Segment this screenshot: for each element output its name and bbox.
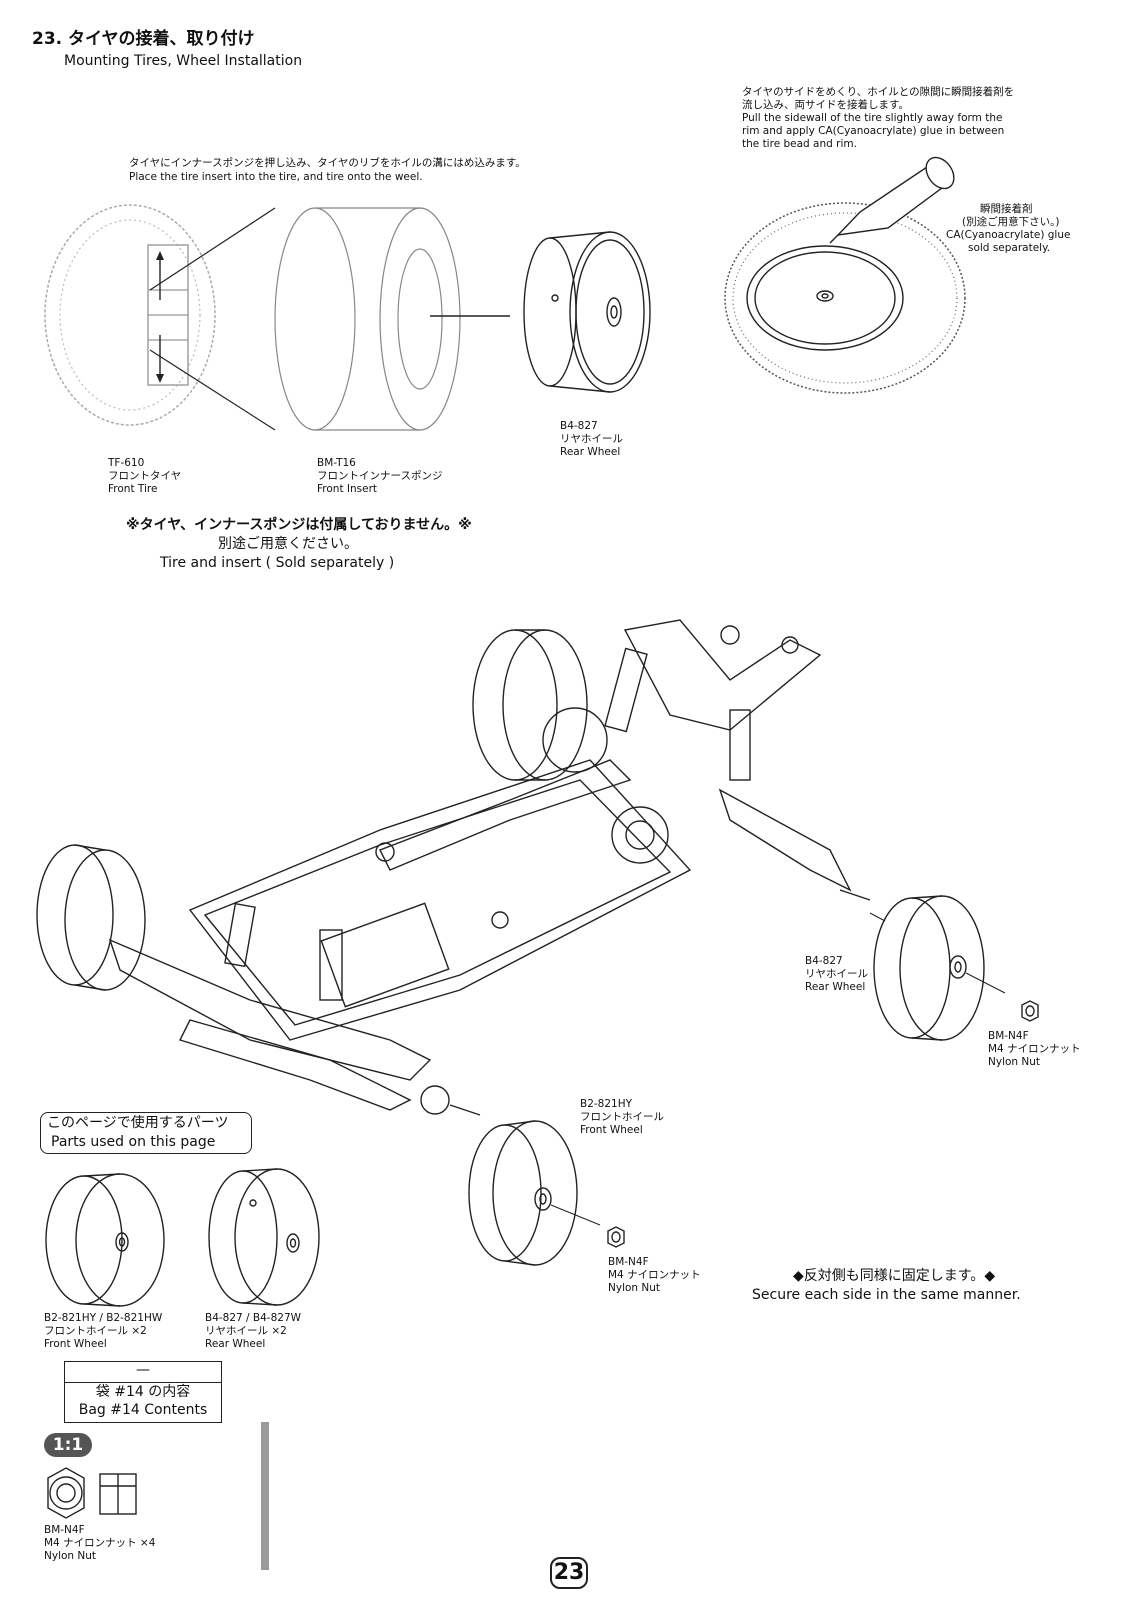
rear-right-wheel-illustration (869, 895, 1006, 1041)
parts-used-jp: このページで使用するパーツ (47, 1115, 229, 1131)
label-front-insert-code: BM-T16 (317, 457, 356, 469)
nut-part-jp: M4 ナイロンナット ×4 (44, 1537, 156, 1549)
parts-front-wheel-jp: フロントホイール ×2 (44, 1325, 147, 1337)
label-front-tire-jp: フロントタイヤ (108, 470, 182, 482)
parts-rear-wheel-jp: リヤホイール ×2 (205, 1325, 287, 1337)
sold-separately-jp-2: 別途ご用意ください。 (218, 536, 358, 552)
parts-rear-wheel-code: B4-827 / B4-827W (205, 1312, 302, 1324)
scale-badge: 1:1 (44, 1433, 92, 1457)
parts-used-box: このページで使用するパーツ Parts used on this page (40, 1112, 252, 1154)
label-rear-wheel-assembly-jp: リヤホイール (805, 968, 868, 980)
sold-separately-en: Tire and insert ( Sold separately ) (160, 555, 395, 571)
divider-bar (261, 1422, 269, 1570)
glue-instruction-en-2: rim and apply CA(Cyanoacrylate) glue in … (742, 125, 1005, 137)
parts-used-en: Parts used on this page (51, 1134, 216, 1150)
label-front-nut-assembly-en: Nylon Nut (608, 1282, 661, 1294)
label-rear-wheel-top-code: B4-827 (560, 420, 598, 432)
glue-instruction-en-1: Pull the sidewall of the tire slightly a… (742, 112, 1003, 124)
rear-wheel-illustration (523, 231, 651, 393)
glue-instruction-jp-2: 流し込み、両サイドを接着します。 (742, 99, 909, 111)
bag-contents-en: Bag #14 Contents (78, 1402, 208, 1418)
glued-tire-illustration (724, 156, 966, 394)
parts-rear-wheel-illustration (208, 1168, 320, 1306)
bag-contents-jp: 袋 #14 の内容 (95, 1384, 191, 1400)
same-manner-jp: ◆反対側も同様に固定します。◆ (793, 1268, 996, 1284)
parts-front-wheel-illustration (45, 1173, 165, 1307)
label-rear-nut-assembly-en: Nylon Nut (988, 1056, 1041, 1068)
front-nut-icon (607, 1226, 625, 1248)
nylon-nut-icon (47, 1467, 137, 1519)
page-subtitle: Mounting Tires, Wheel Installation (64, 53, 303, 69)
glue-label-3: CA(Cyanoacrylate) glue (946, 229, 1071, 241)
insert-instruction-en: Place the tire insert into the tire, and… (129, 171, 423, 183)
insert-instruction-jp: タイヤにインナースポンジを押し込み、タイヤのリブをホイルの溝にはめ込みます。 (129, 157, 526, 169)
parts-rear-wheel-en: Rear Wheel (205, 1338, 266, 1350)
bag-contents-box: — 袋 #14 の内容 Bag #14 Contents (64, 1361, 222, 1423)
label-rear-wheel-top-jp: リヤホイール (560, 433, 623, 445)
front-right-wheel-illustration (468, 1120, 601, 1266)
same-manner-en: Secure each side in the same manner. (752, 1287, 1021, 1303)
label-front-nut-assembly-jp: M4 ナイロンナット (608, 1269, 701, 1281)
label-rear-wheel-top-en: Rear Wheel (560, 446, 621, 458)
page-title: 23. タイヤの接着、取り付け (32, 29, 255, 49)
glue-label-1: 瞬間接着剤 (980, 203, 1033, 215)
nut-part-code: BM-N4F (44, 1524, 85, 1536)
chassis-assembly-illustration (36, 619, 871, 1116)
sold-separately-jp-1: ※タイヤ、インナースポンジは付属しておりません。※ (126, 517, 472, 533)
label-front-nut-assembly-code: BM-N4F (608, 1256, 649, 1268)
label-rear-nut-assembly-code: BM-N4F (988, 1030, 1029, 1042)
rear-nut-icon (1021, 1000, 1039, 1022)
label-front-insert-en: Front Insert (317, 483, 378, 495)
parts-front-wheel-code: B2-821HY / B2-821HW (44, 1312, 163, 1324)
glue-instruction-en-3: the tire bead and rim. (742, 138, 857, 150)
front-tire-illustration (44, 204, 216, 426)
glue-label-4: sold separately. (968, 242, 1051, 254)
label-front-tire-en: Front Tire (108, 483, 158, 495)
bag-dash: — (136, 1362, 150, 1378)
label-front-insert-jp: フロントインナースポンジ (317, 470, 443, 482)
label-front-tire-code: TF-610 (108, 457, 145, 469)
label-rear-nut-assembly-jp: M4 ナイロンナット (988, 1043, 1081, 1055)
label-front-wheel-assembly-jp: フロントホイール (580, 1111, 664, 1123)
label-rear-wheel-assembly-code: B4-827 (805, 955, 843, 967)
glue-label-2: (別途ご用意下さい。) (962, 216, 1060, 228)
label-front-wheel-assembly-en: Front Wheel (580, 1124, 643, 1136)
label-rear-wheel-assembly-en: Rear Wheel (805, 981, 866, 993)
front-insert-illustration (149, 207, 510, 431)
nut-part-en: Nylon Nut (44, 1550, 97, 1562)
page-number: 23 (550, 1557, 588, 1589)
glue-instruction-jp-1: タイヤのサイドをめくり、ホイルとの隙間に瞬間接着剤を (742, 86, 1015, 98)
parts-front-wheel-en: Front Wheel (44, 1338, 107, 1350)
label-front-wheel-assembly-code: B2-821HY (580, 1098, 633, 1110)
